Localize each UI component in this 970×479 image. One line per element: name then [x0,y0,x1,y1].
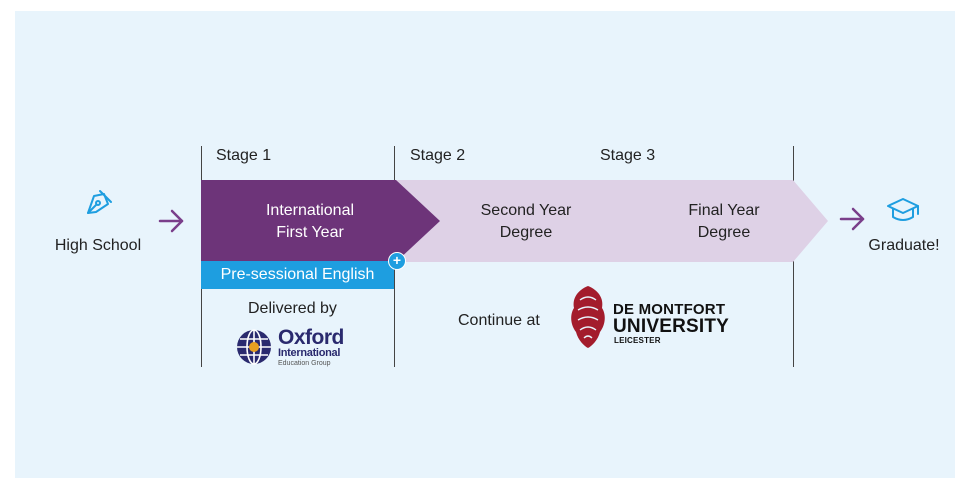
plus-badge-icon: + [388,252,406,270]
oxford-globe-logo [237,329,271,365]
arrow-right-icon-right [839,207,865,231]
stage-1-label: Stage 1 [216,147,272,164]
stage-2-box-line2: Degree [499,224,553,241]
delivered-by-label: Delivered by [248,300,337,317]
chevron-stage-3 [598,180,828,262]
stage-3-label: Stage 3 [600,147,656,164]
stage-1-box-line2: First Year [276,224,344,241]
stage-3-box-line1: Final Year [688,202,760,219]
dmu-logo-line1: DE MONTFORT [613,301,726,318]
start-label: High School [54,237,142,254]
chevron-stage-2 [395,180,635,262]
continue-at-label: Continue at [458,312,540,329]
graduation-cap-icon [887,198,919,221]
stage-2-label: Stage 2 [410,147,466,164]
oxford-logo-tagline: Education Group [278,360,331,367]
stage-2-box-line1: Second Year [480,202,572,219]
oxford-logo-international: International [278,347,341,359]
dmu-lion-crest-logo [571,286,605,348]
stage-1-box-line1: International [265,202,355,219]
end-label: Graduate! [868,237,940,254]
dmu-logo-line3: LEICESTER [614,336,661,345]
pre-sessional-english-bar: Pre-sessional English [201,261,394,289]
stage-3-box-line2: Degree [697,224,751,241]
pen-nib-icon [87,190,112,214]
chevron-stage-1 [201,180,440,262]
arrow-right-icon-left [158,209,184,233]
dmu-logo-line2: UNIVERSITY [613,316,730,337]
oxford-logo-word: Oxford [278,326,344,349]
